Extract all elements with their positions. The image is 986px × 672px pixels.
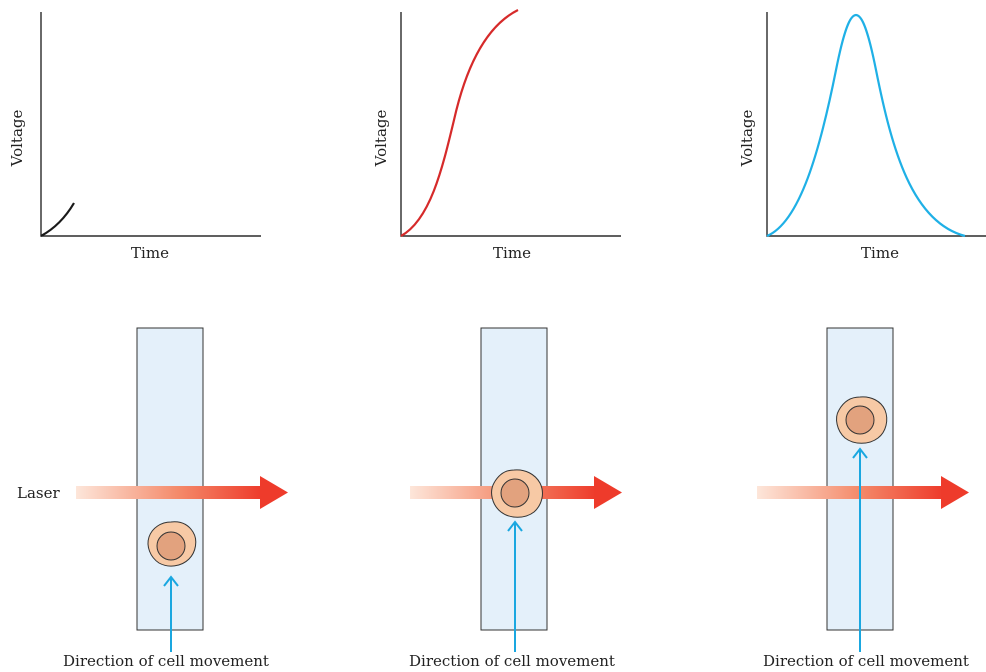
graph-1-voltage-curve: [40, 202, 75, 237]
graph-2-voltage-curve: [400, 9, 519, 237]
graph-2-x-label: Time: [493, 244, 531, 262]
laser-beam-3: [757, 476, 969, 509]
graph-3-x-label: Time: [861, 244, 899, 262]
graph-3-axes: [766, 12, 986, 237]
graph-panel-2: Voltage Time: [372, 9, 621, 262]
channel-panel-1: Laser Direction of cell movement: [17, 327, 288, 670]
graph-panel-3: Voltage Time: [738, 12, 986, 262]
direction-label-3: Direction of cell movement: [763, 652, 969, 670]
direction-label-1: Direction of cell movement: [63, 652, 269, 670]
cell-3: [836, 396, 888, 444]
direction-arrow-3: [852, 447, 868, 652]
channel-panel-2: Direction of cell movement: [409, 327, 622, 670]
direction-label-2: Direction of cell movement: [409, 652, 615, 670]
direction-arrow-1: [163, 575, 179, 652]
cell-2: [491, 469, 543, 518]
laser-label: Laser: [17, 484, 60, 502]
graph-1-x-label: Time: [131, 244, 169, 262]
channel-panel-3: Direction of cell movement: [757, 327, 969, 670]
cell-1: [147, 521, 197, 567]
graph-3-voltage-curve: [766, 13, 966, 238]
direction-arrow-2: [507, 520, 523, 652]
graph-2-y-label: Voltage: [372, 110, 390, 168]
graph-panel-1: Voltage Time: [8, 12, 261, 262]
graph-2-axes: [400, 12, 621, 237]
graph-1-axes: [40, 12, 261, 237]
laser-beam-1: [76, 476, 288, 509]
graph-1-y-label: Voltage: [8, 110, 26, 168]
graph-3-y-label: Voltage: [738, 110, 756, 168]
